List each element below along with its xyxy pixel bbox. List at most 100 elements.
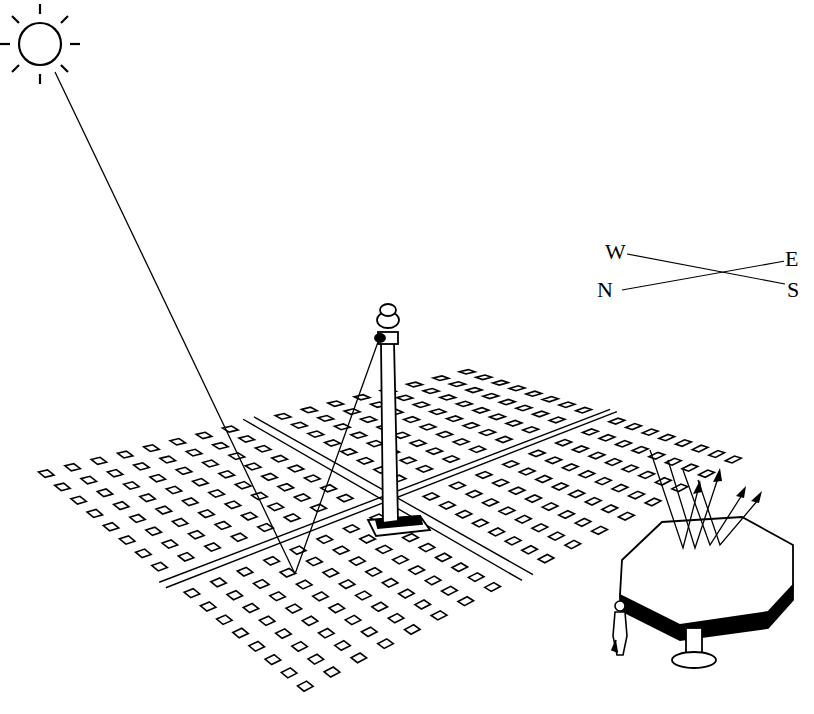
heliostat [227, 591, 243, 600]
heliostat [213, 443, 229, 449]
heliostat [639, 471, 655, 478]
heliostat [573, 446, 589, 452]
heliostat [542, 503, 558, 511]
heliostat [146, 527, 162, 535]
heliostat [295, 494, 311, 501]
heliostat [308, 654, 324, 664]
heliostat [666, 458, 682, 465]
heliostat [443, 456, 459, 463]
heliostat [357, 458, 373, 465]
heliostat [264, 557, 280, 565]
heliostat [366, 568, 382, 577]
heliostat [302, 616, 318, 625]
heliostat [288, 465, 304, 472]
heliostat [235, 482, 251, 489]
heliostat [532, 524, 548, 532]
heliostat [473, 519, 489, 527]
heliostat [382, 579, 398, 588]
heliostat [215, 522, 231, 530]
heliostat [419, 544, 435, 552]
heliostat [437, 431, 453, 437]
heliostat [589, 452, 605, 459]
sun-symbol [0, 4, 80, 84]
heliostat [107, 470, 122, 477]
sun-ray [55, 72, 378, 574]
heliostat [458, 597, 474, 606]
heliostat [430, 409, 446, 414]
heliostat [409, 566, 425, 574]
heliostat [134, 463, 150, 470]
heliostat [399, 589, 415, 598]
heliostat [503, 461, 519, 468]
heliostat [483, 394, 499, 399]
heliostat [245, 463, 261, 470]
heliostat [276, 629, 292, 638]
heliostat [642, 429, 658, 435]
heliostat [296, 580, 312, 589]
heliostat [415, 600, 431, 609]
heliostat [500, 399, 516, 404]
receiver-test-building [620, 517, 793, 668]
heliostat [457, 401, 473, 406]
heliostat [350, 557, 366, 565]
heliostat [622, 465, 638, 472]
heliostat [404, 417, 420, 423]
heliostat [400, 457, 416, 464]
heliostat [318, 416, 334, 422]
heliostat [308, 431, 324, 437]
heliostat [298, 681, 314, 691]
heliostat [403, 534, 419, 542]
heliostat [199, 510, 215, 518]
heliostat [225, 501, 241, 509]
heliostat [376, 545, 392, 553]
heliostat [442, 586, 458, 595]
heliostat [193, 479, 209, 486]
heliostat [254, 580, 270, 589]
heliostat [423, 493, 439, 500]
heliostat [459, 370, 475, 374]
heliostat [211, 578, 227, 587]
heliostat [466, 491, 482, 498]
heliostat [493, 380, 509, 385]
heliostat [120, 536, 135, 544]
heliostat [233, 628, 249, 638]
heliostat [476, 375, 492, 380]
heliostat [136, 549, 152, 557]
heliostat [499, 507, 515, 514]
heliostat [325, 440, 341, 446]
heliostat [447, 416, 463, 422]
heliostat [626, 424, 642, 430]
heliostat [117, 451, 132, 458]
heliostat [699, 470, 715, 477]
heliostat [450, 382, 466, 387]
heliostat [440, 502, 456, 509]
heliostat [367, 441, 383, 447]
heliostat [576, 407, 592, 413]
heliostat [420, 424, 436, 430]
heliostat [397, 395, 413, 400]
heliostat [268, 503, 284, 511]
heliostat [485, 583, 501, 592]
heliostat [480, 430, 496, 436]
heliostat [489, 528, 505, 536]
heliostat [170, 439, 186, 446]
heliostat [305, 475, 321, 482]
heliostat [431, 611, 447, 620]
heliostat [519, 468, 535, 475]
reflected-rays [650, 450, 758, 548]
heliostat [579, 471, 595, 478]
heliostat [249, 642, 265, 652]
heliostat [522, 546, 538, 554]
heliostat [91, 457, 107, 464]
heliostat [124, 482, 140, 489]
heliostat [543, 397, 559, 402]
heliostat [506, 420, 522, 426]
heliostat [317, 535, 333, 543]
heliostat [270, 592, 286, 601]
heliostat [361, 417, 377, 423]
heliostat [183, 498, 199, 506]
heliostat [552, 483, 568, 490]
heliostat [659, 434, 675, 440]
compass-letter: S [786, 279, 800, 301]
heliostat [516, 405, 532, 410]
